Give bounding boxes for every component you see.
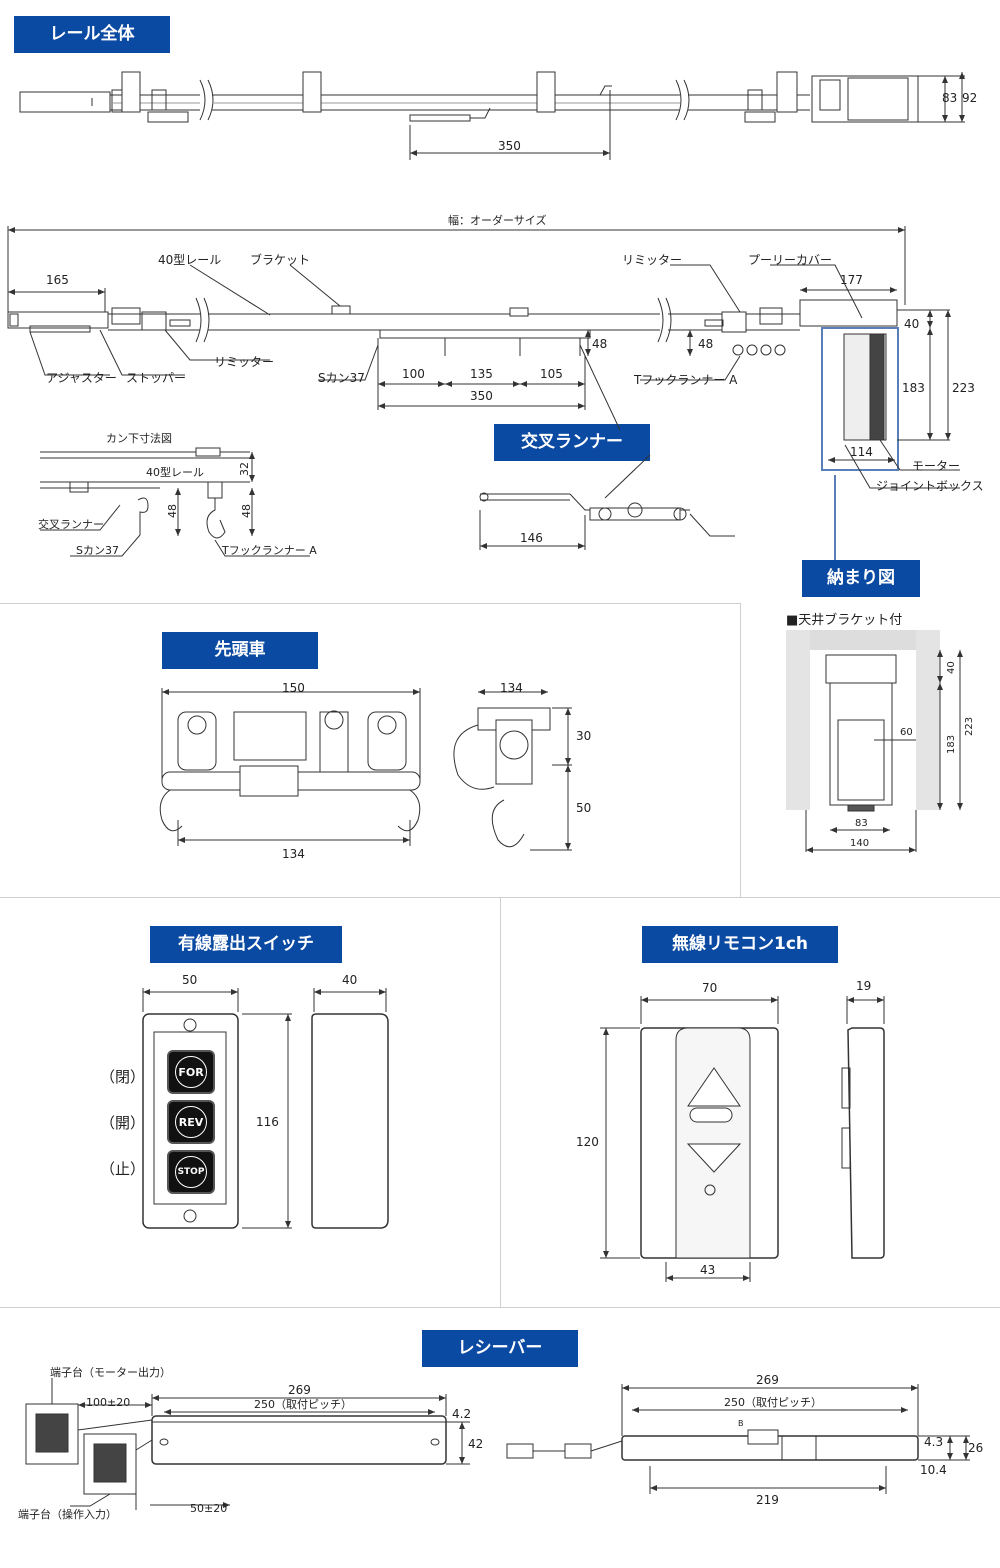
lead-car-drawing xyxy=(159,688,572,851)
receiver-drawing xyxy=(25,1378,970,1510)
rail-main-drawing xyxy=(7,226,960,560)
kan-skan-label: Sカン37 xyxy=(76,544,119,557)
kan-dimension-drawing xyxy=(40,447,310,557)
kan-dim-48a: 48 xyxy=(166,504,179,518)
limiter-right-label: リミッター xyxy=(622,253,682,267)
cross-runner-drawing xyxy=(479,454,735,550)
switch-button-rev[interactable]: REV xyxy=(167,1100,215,1144)
recv-dim-4-3: 4.3 xyxy=(924,1435,943,1449)
rail-overall-drawing xyxy=(19,71,965,160)
dim-350-top: 350 xyxy=(498,139,521,153)
bracket-label: ブラケット xyxy=(250,252,310,267)
dim-100-main: 100 xyxy=(402,367,425,381)
kan-rail-label: 40型レール xyxy=(146,465,204,479)
recv-dim-250: 250（取付ピッチ） xyxy=(254,1398,352,1411)
switch-button-stop[interactable]: STOP xyxy=(167,1150,215,1194)
nos-dim-83: 83 xyxy=(855,818,868,829)
kan-cross-label: 交叉ランナー xyxy=(38,517,104,531)
recv-dim-50: 50±20 xyxy=(190,1502,227,1515)
recv-dim-219: 219 xyxy=(756,1493,779,1507)
switch-button-for[interactable]: FOR xyxy=(167,1050,215,1094)
divider-top xyxy=(0,603,740,604)
kan-title: カン下寸法図 xyxy=(106,431,172,445)
motor-label: モーター xyxy=(912,459,960,473)
section-title-nosamari: 納まり図 xyxy=(802,560,920,597)
lead-dim-134: 134 xyxy=(282,847,305,861)
remote-dim-120: 120 xyxy=(576,1135,599,1149)
kan-dim-48b: 48 xyxy=(240,504,253,518)
switch-label-stop: （止） xyxy=(100,1160,145,1178)
dim-177: 177 xyxy=(840,273,863,287)
lead-dim-30: 30 xyxy=(576,729,591,743)
remote-dim-19: 19 xyxy=(856,979,871,993)
switch-label-close: （閉） xyxy=(100,1068,145,1086)
switch-button-for-label: FOR xyxy=(175,1056,207,1088)
dim-223-main: 223 xyxy=(952,381,975,395)
remote-dim-43: 43 xyxy=(700,1263,715,1277)
skan-label: Sカン37 xyxy=(318,371,365,385)
limiter-left-label: リミッター xyxy=(214,355,274,369)
rail40-label: 40型レール xyxy=(158,253,221,267)
switch-dim-40: 40 xyxy=(342,973,357,987)
dim-48-main-b: 48 xyxy=(698,337,713,351)
adjuster-label: アジャスター xyxy=(46,371,117,385)
lead-dim-50: 50 xyxy=(576,801,591,815)
nos-dim-223: 223 xyxy=(964,717,975,736)
cross-dim-146: 146 xyxy=(520,531,543,545)
nos-dim-140: 140 xyxy=(850,838,869,849)
recv-dim-4-2: 4.2 xyxy=(452,1407,471,1421)
recv-dim-269-b: 269 xyxy=(756,1373,779,1387)
switch-label-open: （開） xyxy=(100,1114,145,1132)
switch-dim-116: 116 xyxy=(256,1115,279,1129)
switch-button-stop-label: STOP xyxy=(175,1156,207,1188)
pulley-cover-label: プーリーカバー xyxy=(748,253,832,267)
remote-drawing xyxy=(600,996,885,1282)
recv-dim-100: 100±20 xyxy=(86,1396,130,1409)
nos-dim-183: 183 xyxy=(946,735,957,754)
dim-350-main: 350 xyxy=(470,389,493,403)
dim-114: 114 xyxy=(850,445,873,459)
width-order-label: 幅：オーダーサイズ xyxy=(448,213,546,227)
recv-dim-250-b: 250（取付ピッチ） xyxy=(724,1396,822,1409)
dim-183-main: 183 xyxy=(902,381,925,395)
thook-label: Tフックランナー A xyxy=(633,373,738,387)
divider-lower xyxy=(0,1307,1000,1308)
remote-dim-70: 70 xyxy=(702,981,717,995)
nos-dim-60: 60 xyxy=(900,727,913,738)
recv-mark-b: B xyxy=(738,1419,744,1428)
joint-box-label: ジョイントボックス xyxy=(876,479,984,493)
recv-dim-269: 269 xyxy=(288,1383,311,1397)
section-title-cross-runner: 交叉ランナー xyxy=(494,424,650,461)
nosamari-drawing xyxy=(786,630,963,853)
lead-dim-150: 150 xyxy=(282,681,305,695)
kan-thook-label: Tフックランナー A xyxy=(221,544,317,557)
switch-button-rev-label: REV xyxy=(175,1106,207,1138)
dim-83-top: 83 xyxy=(942,91,957,105)
recv-term-op: 端子台（操作入力） xyxy=(18,1507,117,1521)
dim-135-main: 135 xyxy=(470,367,493,381)
divider-vertical-nosamari xyxy=(740,603,741,897)
section-title-lead-car: 先頭車 xyxy=(162,632,318,669)
dim-92-top: 92 xyxy=(962,91,977,105)
dim-165: 165 xyxy=(46,273,69,287)
section-title-wired-switch: 有線露出スイッチ xyxy=(150,926,342,963)
recv-term-motor: 端子台（モーター出力） xyxy=(50,1365,171,1379)
divider-vertical-switch xyxy=(500,897,501,1307)
stopper-label: ストッパー xyxy=(126,371,186,385)
nos-dim-40: 40 xyxy=(946,661,957,674)
nosamari-caption: ■天井ブラケット付 xyxy=(786,612,902,628)
section-title-rail: レール全体 xyxy=(14,16,170,53)
dim-48-main-a: 48 xyxy=(592,337,607,351)
dim-40-main: 40 xyxy=(904,317,919,331)
recv-dim-26: 26 xyxy=(968,1441,983,1455)
dim-105-main: 105 xyxy=(540,367,563,381)
switch-dim-50: 50 xyxy=(182,973,197,987)
lead-dim-134-side: 134 xyxy=(500,681,523,695)
recv-dim-42: 42 xyxy=(468,1437,483,1451)
recv-dim-10-4: 10.4 xyxy=(920,1463,947,1477)
section-title-remote: 無線リモコン1ch xyxy=(642,926,838,963)
section-title-receiver: レシーバー xyxy=(422,1330,578,1367)
kan-dim-32: 32 xyxy=(238,462,251,476)
